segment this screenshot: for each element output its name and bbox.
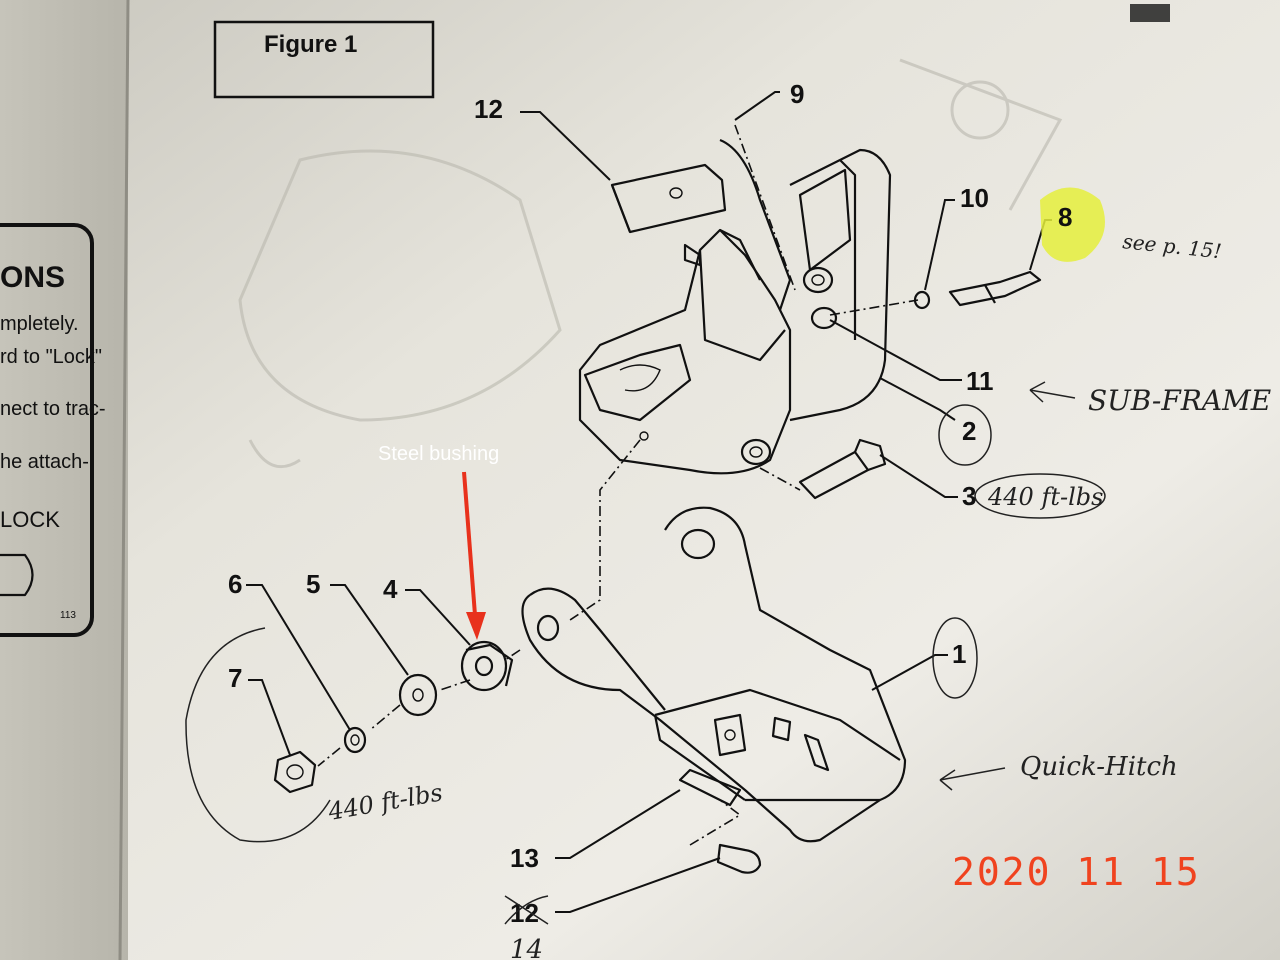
sub-frame-drawing bbox=[569, 124, 1042, 621]
part-label-4: 4 bbox=[383, 574, 398, 604]
part-label-12: 12 bbox=[474, 94, 503, 124]
panel-line-6: LOCK bbox=[0, 507, 60, 532]
part-label-8-highlighted: 8 bbox=[1058, 202, 1072, 232]
part-label-9: 9 bbox=[790, 79, 804, 109]
panel-line-1: ONS bbox=[0, 261, 65, 294]
part-label-3: 3 bbox=[962, 481, 976, 511]
left-warning-panel: ONS mpletely. rd to "Lock" nect to trac-… bbox=[0, 223, 106, 637]
steel-bushing-callout: Steel bushing bbox=[378, 443, 499, 640]
panel-line-4: nect to trac- bbox=[0, 398, 106, 420]
part-label-11: 11 bbox=[966, 366, 994, 396]
note-quick-hitch: Quick-Hitch bbox=[1020, 752, 1178, 782]
page-gutter bbox=[118, 0, 130, 960]
part-label-6: 6 bbox=[228, 569, 242, 599]
panel-line-3: rd to "Lock" bbox=[0, 346, 102, 368]
callout-arrowhead-icon bbox=[466, 612, 486, 640]
figure-title: Figure 1 bbox=[264, 31, 357, 58]
show-through-drawing bbox=[238, 58, 1063, 469]
panel-line-5: he attach- bbox=[0, 451, 89, 473]
left-page bbox=[0, 0, 128, 960]
part-label-10: 10 bbox=[960, 183, 989, 213]
note-sub-frame: SUB-FRAME bbox=[1088, 384, 1271, 417]
part-label-7: 7 bbox=[228, 663, 242, 693]
camera-date-stamp: 2020 11 15 bbox=[952, 850, 1201, 894]
part-label-2: 2 bbox=[962, 416, 976, 446]
part-label-13: 13 bbox=[510, 843, 539, 873]
figure-title-box: Figure 1 bbox=[213, 20, 435, 99]
highlighter-mark bbox=[1040, 187, 1105, 262]
note-torque-bolt: 440 ft-lbs bbox=[987, 483, 1103, 511]
note-replacement-number: 14 bbox=[510, 935, 543, 960]
quick-hitch-drawing bbox=[273, 506, 907, 874]
part-label-5: 5 bbox=[306, 569, 320, 599]
panel-line-2: mpletely. bbox=[0, 313, 79, 335]
part-label-1: 1 bbox=[952, 639, 966, 669]
corner-mark bbox=[1130, 4, 1170, 22]
part-callouts: 12 9 10 8 11 2 3 1 6 5 4 7 13 12 bbox=[228, 79, 1072, 928]
page-number: 113 bbox=[60, 610, 76, 621]
callout-text: Steel bushing bbox=[378, 443, 499, 465]
